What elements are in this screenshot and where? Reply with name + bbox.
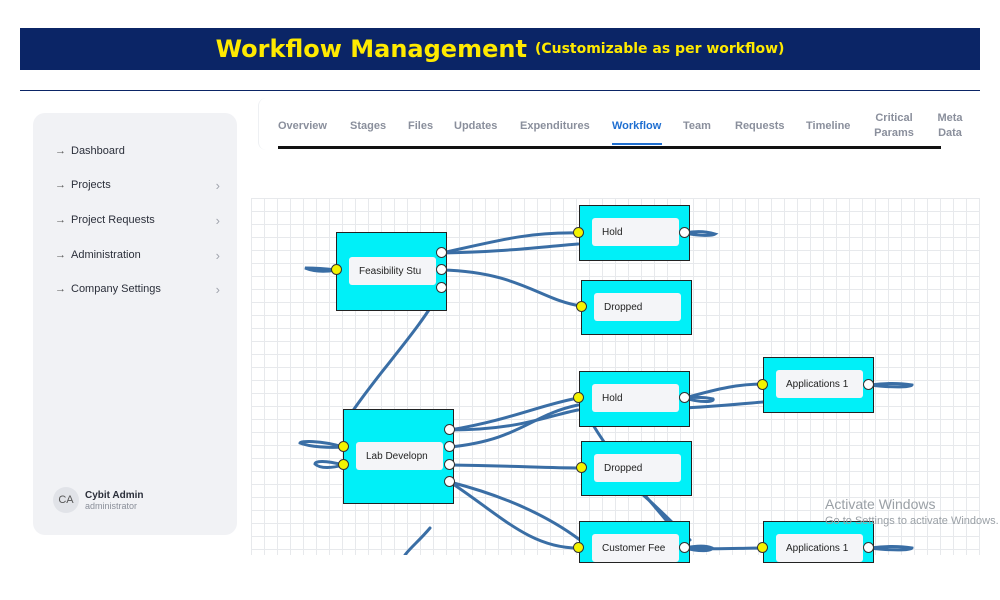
output-port[interactable] <box>436 264 447 275</box>
input-port[interactable] <box>573 227 584 238</box>
sidebar-item-projects[interactable]: → Projects › <box>55 175 220 195</box>
input-port[interactable] <box>338 459 349 470</box>
output-port[interactable] <box>444 424 455 435</box>
output-port[interactable] <box>444 476 455 487</box>
tab-expenditures[interactable]: Expenditures <box>520 120 590 132</box>
sidebar-item-administration[interactable]: → Administration › <box>55 245 220 265</box>
sidebar-item-label: Administration <box>71 249 141 261</box>
page-banner: Workflow Management (Customizable as per… <box>20 28 980 70</box>
sidebar: → Dashboard → Projects › → Project Reque… <box>33 113 237 535</box>
output-port[interactable] <box>436 282 447 293</box>
chevron-right-icon: › <box>215 177 220 193</box>
workflow-node-applications-1[interactable]: Applications 1 <box>763 357 874 413</box>
arrow-right-icon: → <box>55 249 66 261</box>
node-label: Dropped <box>594 454 681 482</box>
workflow-node-hold-2[interactable]: Hold <box>579 371 690 427</box>
sidebar-item-dashboard[interactable]: → Dashboard <box>55 141 220 161</box>
node-label: Hold <box>592 218 679 246</box>
tab-files[interactable]: Files <box>408 120 434 132</box>
arrow-right-icon: → <box>55 214 66 226</box>
user-name: Cybit Admin <box>85 489 144 501</box>
output-port[interactable] <box>444 441 455 452</box>
active-tab-indicator <box>612 143 662 145</box>
workflow-node-customer-feedback[interactable]: Customer Fee <box>579 521 690 563</box>
input-port[interactable] <box>757 379 768 390</box>
input-port[interactable] <box>573 542 584 553</box>
user-role: administrator <box>85 500 138 511</box>
chevron-right-icon: › <box>215 247 220 263</box>
output-port[interactable] <box>679 227 690 238</box>
tab-stages[interactable]: Stages <box>350 120 387 132</box>
chevron-right-icon: › <box>215 281 220 297</box>
tab-workflow[interactable]: Workflow <box>612 120 662 132</box>
input-port[interactable] <box>331 264 342 275</box>
input-port[interactable] <box>576 462 587 473</box>
sidebar-item-label: Project Requests <box>71 214 155 226</box>
chevron-right-icon: › <box>215 212 220 228</box>
workflow-node-dropped-1[interactable]: Dropped <box>581 280 692 335</box>
tab-updates[interactable]: Updates <box>454 120 498 132</box>
input-port[interactable] <box>338 441 349 452</box>
output-port[interactable] <box>436 247 447 258</box>
workflow-node-applications-2[interactable]: Applications 1 <box>763 521 874 563</box>
sidebar-item-label: Dashboard <box>71 145 125 157</box>
node-label: Applications 1 <box>776 534 863 562</box>
banner-subtitle: (Customizable as per workflow) <box>534 41 785 57</box>
tab-requests[interactable]: Requests <box>735 120 785 132</box>
input-port[interactable] <box>573 392 584 403</box>
node-label: Customer Fee <box>592 534 679 562</box>
node-label: Dropped <box>594 293 681 321</box>
tab-bar <box>258 98 981 150</box>
output-port[interactable] <box>863 542 874 553</box>
arrow-right-icon: → <box>55 145 66 157</box>
tab-underline <box>278 146 941 149</box>
workflow-node-feasibility[interactable]: Feasibility Stu <box>336 232 447 311</box>
workflow-node-lab-development[interactable]: Lab Developn <box>343 409 454 504</box>
output-port[interactable] <box>863 379 874 390</box>
tab-critical-params[interactable]: Critical Params <box>874 112 914 139</box>
input-port[interactable] <box>757 542 768 553</box>
sidebar-item-project-requests[interactable]: → Project Requests › <box>55 210 220 230</box>
node-label: Feasibility Stu <box>349 257 436 285</box>
banner-title: Workflow Management <box>215 35 527 63</box>
sidebar-item-company-settings[interactable]: → Company Settings › <box>55 279 220 299</box>
node-label: Applications 1 <box>776 370 863 398</box>
arrow-right-icon: → <box>55 179 66 191</box>
input-port[interactable] <box>576 301 587 312</box>
sidebar-item-label: Projects <box>71 179 111 191</box>
node-label: Lab Developn <box>356 442 443 470</box>
arrow-right-icon: → <box>55 283 66 295</box>
output-port[interactable] <box>679 392 690 403</box>
workflow-node-dropped-2[interactable]: Dropped <box>581 441 692 496</box>
node-label: Hold <box>592 384 679 412</box>
user-profile[interactable]: CA Cybit Admin administrator <box>53 487 144 513</box>
output-port[interactable] <box>444 459 455 470</box>
tab-timeline[interactable]: Timeline <box>806 120 851 132</box>
workflow-node-hold-1[interactable]: Hold <box>579 205 690 261</box>
avatar: CA <box>53 487 79 513</box>
tab-meta-data[interactable]: Meta Data <box>937 112 963 139</box>
watermark-subtitle: Go to Settings to activate Windows. <box>825 515 999 527</box>
tab-team[interactable]: Team <box>683 120 711 132</box>
banner-divider <box>20 90 980 91</box>
output-port[interactable] <box>679 542 690 553</box>
tab-overview[interactable]: Overview <box>278 120 327 132</box>
sidebar-item-label: Company Settings <box>71 283 161 295</box>
watermark-title: Activate Windows <box>825 496 936 512</box>
